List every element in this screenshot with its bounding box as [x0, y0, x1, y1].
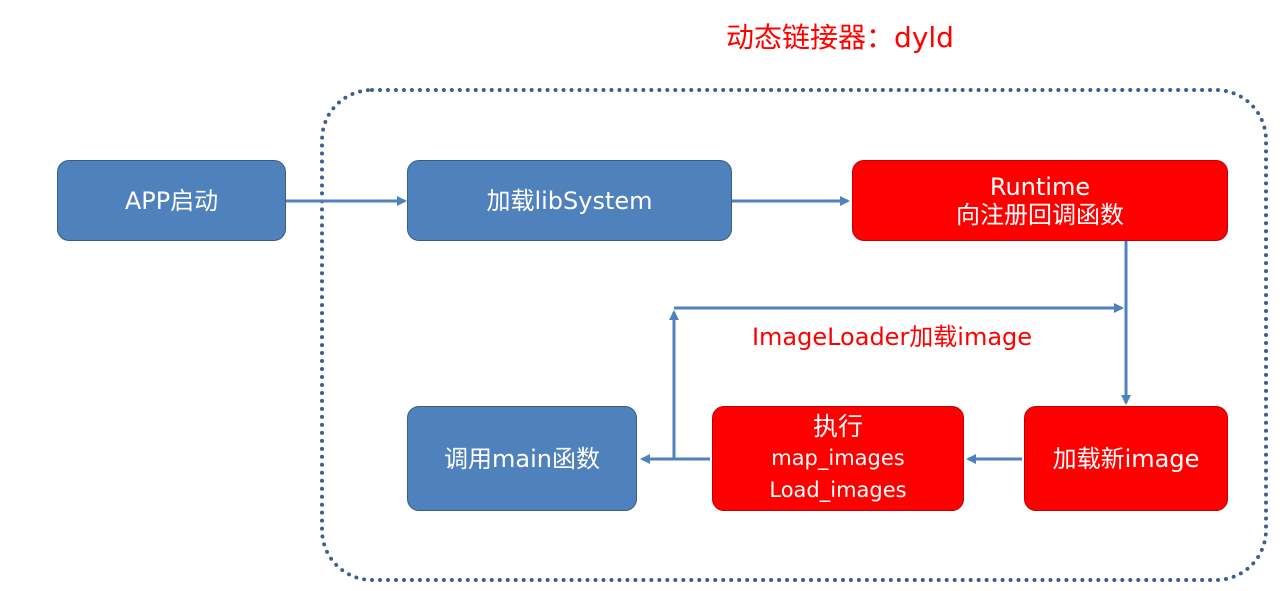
call-main-label: 调用main函数: [444, 444, 600, 473]
register-callback-label: 向注册回调函数: [956, 200, 1124, 229]
runtime-register-node: Runtime 向注册回调函数: [852, 160, 1228, 241]
load-libsystem-label: 加载libSystem: [486, 186, 653, 215]
app-start-label: APP启动: [124, 186, 219, 215]
execute-images-node: 执行 map_images Load_images: [712, 406, 964, 511]
execute-label: 执行: [812, 411, 863, 441]
app-start-node: APP启动: [57, 160, 286, 241]
diagram-title: 动态链接器：dyld: [726, 21, 954, 54]
runtime-label: Runtime: [989, 172, 1091, 201]
map-images-label: map_images: [771, 445, 905, 470]
load-libsystem-node: 加载libSystem: [407, 160, 732, 241]
dyld-boundary: [320, 88, 1268, 582]
load-new-image-label: 加载新image: [1052, 444, 1200, 473]
call-main-node: 调用main函数: [407, 406, 637, 511]
image-loader-label: ImageLoader加载image: [751, 323, 1033, 351]
load-new-image-node: 加载新image: [1024, 406, 1228, 511]
load-images-label: Load_images: [769, 477, 907, 502]
